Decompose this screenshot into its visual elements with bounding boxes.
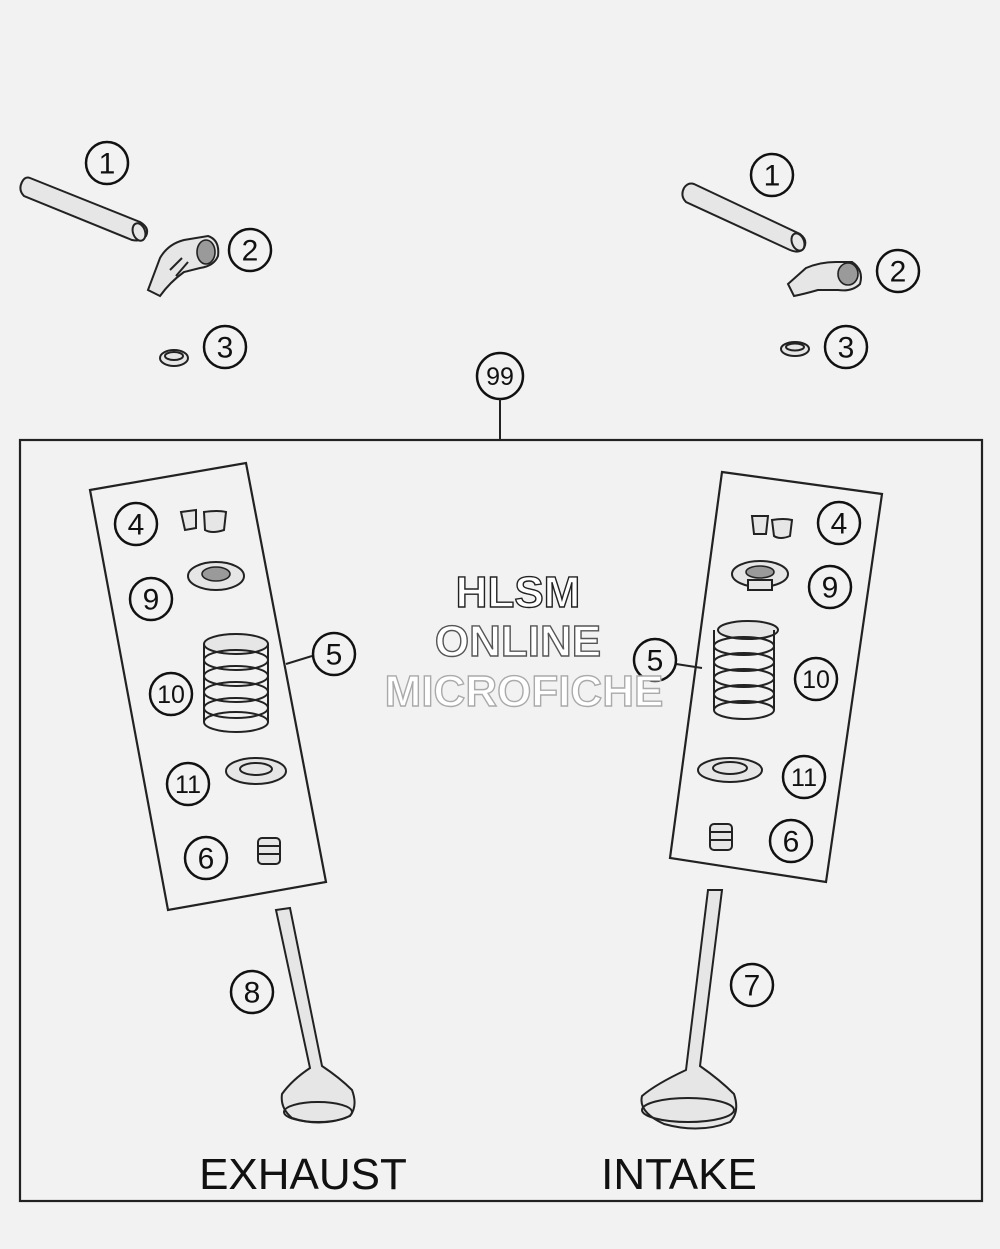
svg-text:2: 2	[890, 256, 907, 289]
svg-text:6: 6	[783, 826, 800, 859]
right-callout-11: 11	[781, 754, 827, 800]
svg-text:11: 11	[791, 764, 817, 792]
left-valve-spring	[203, 633, 269, 733]
right-callout-9: 9	[807, 564, 853, 610]
svg-text:10: 10	[802, 666, 830, 694]
left-rocker-arm	[146, 234, 220, 298]
right-callout-7: 7	[729, 962, 775, 1008]
intake-label: INTAKE	[601, 1150, 757, 1199]
svg-text:1: 1	[99, 148, 116, 181]
left-spring-retainer	[187, 561, 245, 591]
svg-text:99: 99	[486, 363, 514, 391]
watermark-line-2: ONLINE	[435, 617, 601, 666]
right-callout-1: 1	[749, 152, 795, 198]
right-rocker-shaft	[681, 182, 807, 253]
svg-text:2: 2	[242, 235, 259, 268]
left-callout-3: 3	[202, 324, 248, 370]
left-callout-10: 10	[148, 671, 194, 717]
left-callout-5: 5	[311, 631, 357, 677]
svg-text:11: 11	[175, 771, 201, 799]
svg-text:5: 5	[326, 639, 343, 672]
right-spring-retainer	[731, 560, 789, 591]
right-rocker-arm	[786, 261, 862, 298]
left-callout-9: 9	[128, 576, 174, 622]
left-callout-2: 2	[227, 227, 273, 273]
right-callout-10: 10	[793, 656, 839, 702]
right-callout-4: 4	[816, 500, 862, 546]
right-callout-2: 2	[875, 248, 921, 294]
left-callout-11: 11	[165, 761, 211, 807]
watermark-line-3: MICROFICHE	[385, 667, 664, 716]
svg-text:10: 10	[157, 681, 185, 709]
left-callout-6: 6	[183, 835, 229, 881]
svg-text:9: 9	[822, 572, 839, 605]
right-callout-6: 6	[768, 818, 814, 864]
svg-text:4: 4	[831, 508, 848, 541]
svg-text:4: 4	[128, 509, 145, 542]
svg-text:7: 7	[744, 970, 761, 1003]
left-spring-seat	[225, 757, 287, 785]
svg-text:5: 5	[647, 645, 664, 678]
left-kit-box	[88, 461, 328, 912]
left-valve-keepers	[179, 508, 228, 533]
left-shim	[159, 349, 189, 367]
left-callout-1: 1	[84, 140, 130, 186]
exhaust-label: EXHAUST	[199, 1150, 407, 1199]
right-shim	[780, 341, 810, 357]
assembly-frame	[18, 438, 984, 1203]
right-valve-stem-seal	[709, 823, 733, 851]
svg-text:6: 6	[198, 843, 215, 876]
watermark-line-1: HLSM	[456, 568, 581, 617]
right-callout-3: 3	[823, 324, 869, 370]
svg-text:3: 3	[217, 332, 234, 365]
right-spring-seat	[697, 757, 763, 783]
right-valve-spring	[713, 620, 779, 720]
right-kit-box	[668, 470, 884, 884]
left-callout-8: 8	[229, 969, 275, 1015]
svg-text:8: 8	[244, 977, 261, 1010]
exhaust-valve	[274, 906, 356, 1124]
intake-valve	[640, 889, 738, 1130]
right-valve-keepers	[750, 515, 794, 539]
left-valve-stem-seal	[257, 837, 281, 865]
left-callout-4: 4	[113, 501, 159, 547]
right-callout-5: 5	[632, 637, 678, 683]
svg-text:1: 1	[764, 160, 781, 193]
svg-text:9: 9	[143, 584, 160, 617]
svg-text:3: 3	[838, 332, 855, 365]
assembly-callout-99: 99	[475, 351, 525, 440]
left-rocker-shaft	[19, 176, 149, 242]
